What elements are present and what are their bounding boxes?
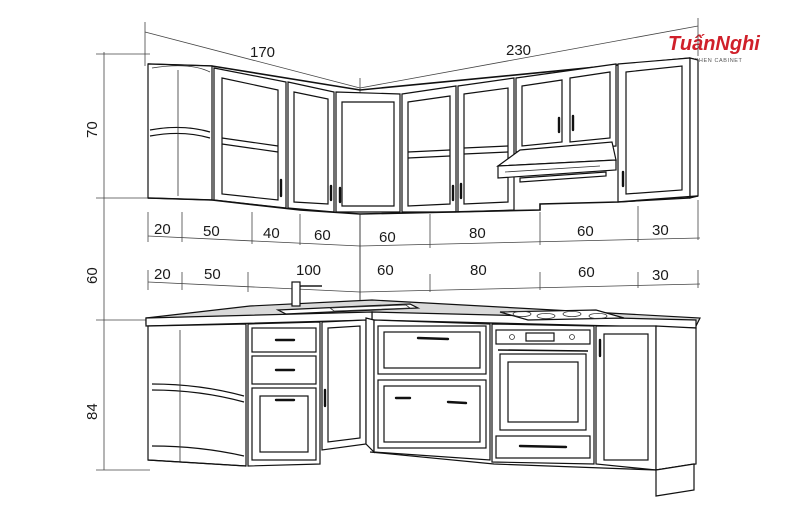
dim-lower-seg-4: 60: [377, 262, 394, 279]
corner-panel: [365, 317, 375, 454]
burner-icon: [562, 310, 582, 317]
oven-window: [507, 361, 579, 423]
brand-tagline: KITCHEN CABINET: [684, 58, 743, 64]
dim-lower-seg-7: 30: [652, 267, 669, 284]
burner-icon: [536, 312, 556, 319]
end-panel: [655, 325, 697, 471]
upper-cabinets: [147, 57, 699, 215]
dim-lower-seg-3: 100: [296, 262, 321, 279]
dim-upper-height: 70: [84, 121, 101, 138]
dim-lower-seg-2: 50: [204, 266, 221, 283]
dim-upper-seg-7: 60: [577, 223, 594, 240]
dim-upper-seg-5: 60: [379, 229, 396, 246]
dim-lower-seg-6: 60: [578, 264, 595, 281]
upper-hood-cabinet: [515, 63, 617, 153]
dim-lower-seg-1: 20: [154, 266, 171, 283]
dim-upper-seg-3: 40: [263, 225, 280, 242]
dim-lower-seg-5: 80: [470, 262, 487, 279]
dim-upper-seg-8: 30: [652, 222, 669, 239]
lower-sink-door: [321, 319, 367, 451]
lower-corner-shelf: [147, 323, 247, 467]
range-hood: [496, 141, 617, 183]
dim-lower-height: 84: [84, 403, 101, 420]
upper-right-cabinet: [617, 57, 699, 203]
brand-logo: TuấnNghi KITCHEN CABINET: [668, 33, 760, 64]
plinth: [655, 463, 695, 497]
dim-upper-seg-6: 80: [469, 225, 486, 242]
big-drawer-1: [377, 325, 487, 375]
dim-upper-seg-4: 60: [314, 227, 331, 244]
sink: [275, 281, 421, 315]
dim-upper-right-width: 230: [506, 42, 531, 59]
burner-icon: [512, 310, 532, 317]
lower-drawer-stack: [247, 321, 321, 467]
dimension-lines: [96, 18, 701, 471]
dim-upper-seg-2: 50: [203, 223, 220, 240]
dim-gap-height: 60: [84, 267, 101, 284]
upper-glass-cabinet-left: [213, 67, 287, 209]
dimension-labels: 170 230 70 60 84 20 50 40 60 60 80 60 30…: [84, 42, 669, 420]
burner-icon: [588, 312, 608, 319]
dim-upper-left-width: 170: [250, 44, 275, 61]
upper-door-1: [287, 81, 335, 213]
cooktop: [499, 309, 625, 321]
lower-big-drawers: [373, 319, 491, 461]
dim-upper-seg-1: 20: [154, 221, 171, 238]
upper-glass-door: [457, 77, 515, 213]
lower-right-door: [595, 325, 657, 471]
upper-door-2: [335, 91, 401, 213]
brand-name: TuấnNghi: [668, 33, 760, 55]
upper-corner-shelf: [147, 63, 213, 201]
upper-glass-cabinet-right: [401, 85, 457, 213]
oven-door: [499, 353, 587, 431]
lower-cabinets: [147, 317, 697, 497]
oven: [491, 323, 595, 465]
oven-display-icon: [525, 332, 555, 342]
big-drawer-2: [377, 379, 487, 449]
oven-control-panel: [495, 329, 591, 345]
